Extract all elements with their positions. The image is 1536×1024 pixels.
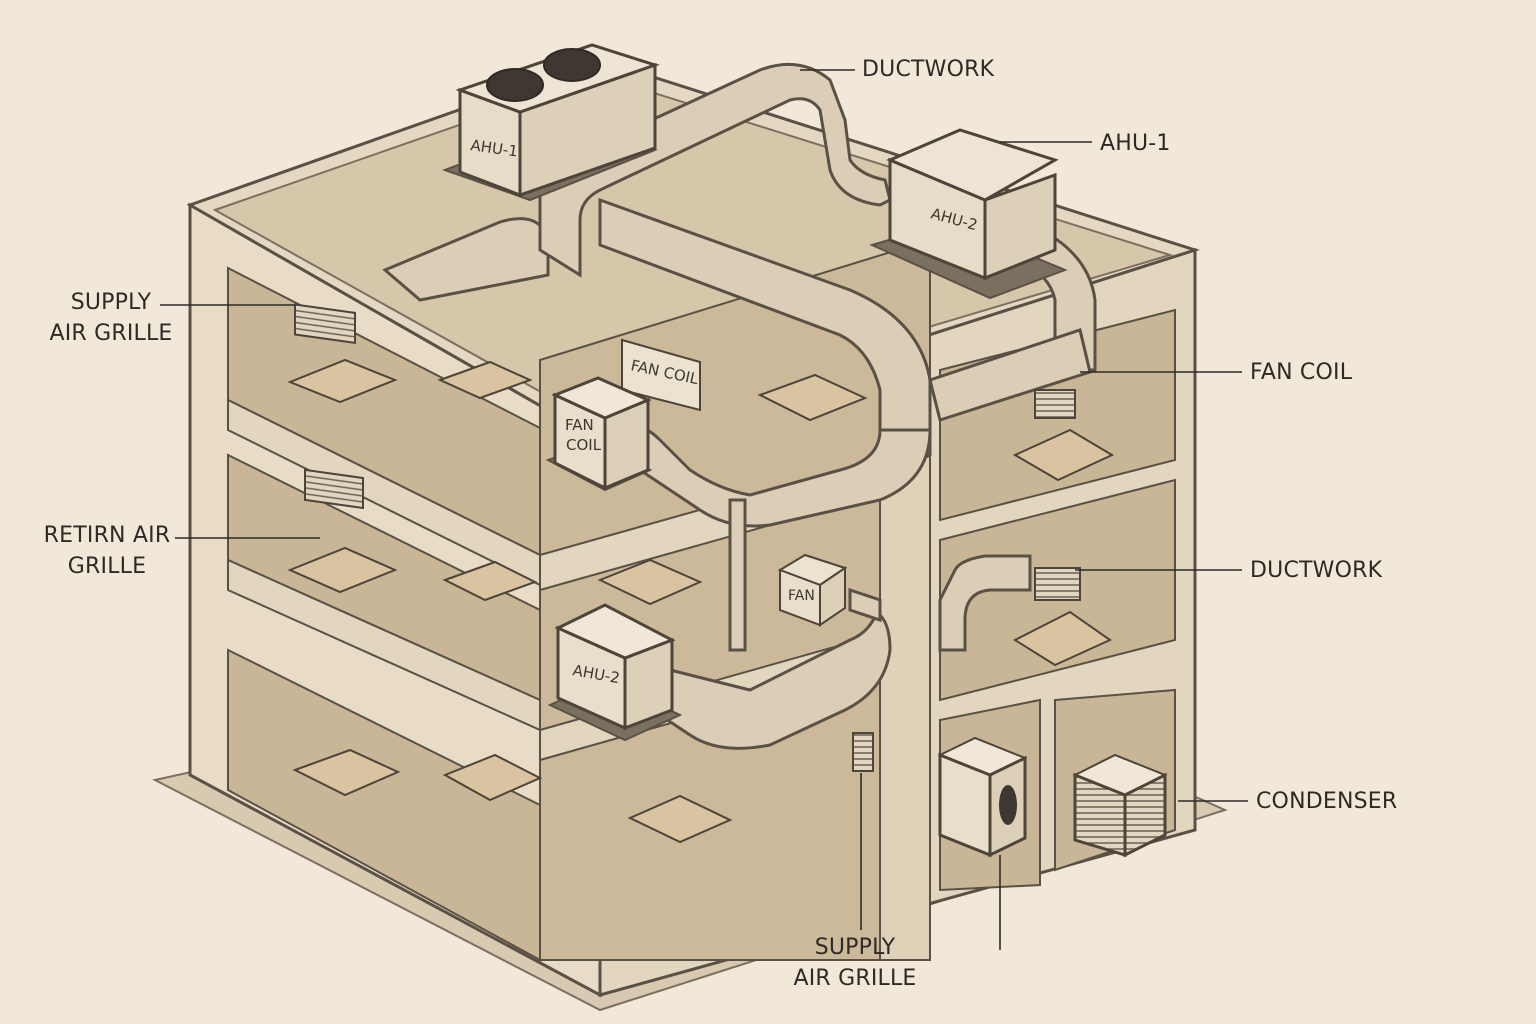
fan-unit: FAN — [777, 553, 848, 627]
callout-ahu-1: AHU-1 — [1100, 131, 1171, 156]
roof-ahu-2: AHU-2 — [869, 128, 1068, 300]
supply-air-grille-lower — [852, 732, 874, 772]
callout-ductwork-right: DUCTWORK — [1250, 558, 1383, 583]
fan-coil-unit: FAN COIL — [545, 376, 653, 492]
callout-supply-air-grille-bottom-line1: SUPPLY — [814, 935, 896, 960]
condenser-unit-right — [1072, 753, 1168, 858]
callout-return-air-grille-line2: GRILLE — [67, 554, 147, 579]
leader-lines — [160, 69, 1248, 950]
wall-fan-coil-sign: FAN COIL — [621, 338, 701, 412]
ductwork-roof — [382, 62, 1097, 472]
callout-supply-air-grille-left: SUPPLY AIR GRILLE — [40, 287, 182, 349]
roof-ahu-1: AHU-1 — [442, 43, 660, 202]
fan-coil-label-2: COIL — [566, 436, 602, 454]
ductwork-grille-right — [1034, 567, 1081, 601]
callout-supply-air-grille-bottom: SUPPLY AIR GRILLE — [780, 932, 930, 994]
callout-return-air-grille: RETIRN AIR GRILLE — [28, 520, 186, 582]
condenser-unit-left — [937, 736, 1028, 858]
supply-air-grille-upper — [294, 303, 356, 345]
office-furniture — [287, 358, 1115, 844]
callout-supply-air-grille-bottom-line2: AIR GRILLE — [793, 966, 917, 991]
floor-ahu-2: AHU-2 — [547, 603, 683, 742]
fan-coil-label-1: FAN — [565, 416, 594, 434]
callout-condenser: CONDENSER — [1256, 789, 1398, 814]
callout-fan-coil: FAN COIL — [1250, 360, 1353, 385]
column — [879, 449, 931, 961]
fan-label: FAN — [788, 588, 815, 604]
grille-right-upper — [1034, 389, 1076, 419]
callout-ductwork-top: DUCTWORK — [862, 57, 995, 82]
callout-supply-air-grille-left-line2: AIR GRILLE — [49, 321, 173, 346]
return-air-grille — [304, 468, 364, 510]
callout-supply-air-grille-left-line1: SUPPLY — [70, 290, 152, 315]
callout-return-air-grille-line1: RETIRN AIR — [43, 523, 171, 548]
ductwork-middle — [622, 425, 1032, 750]
